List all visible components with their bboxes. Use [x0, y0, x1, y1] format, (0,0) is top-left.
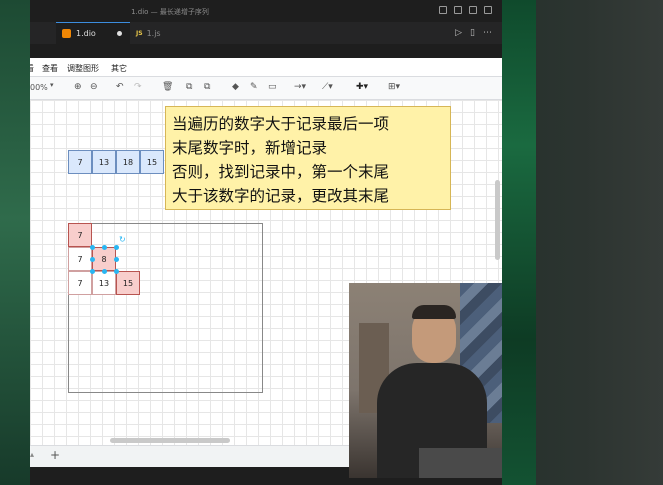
record-cell-selected[interactable]: 8 [92, 247, 116, 271]
note-line: 大于该数字的记录，更改其末尾 [172, 187, 390, 205]
resize-handle[interactable] [90, 257, 95, 262]
fill-color-icon[interactable]: ◆ [232, 82, 239, 92]
vertical-scrollbar[interactable] [495, 180, 500, 260]
delete-icon[interactable]: 🗑 [162, 82, 174, 92]
menu-view[interactable]: 查看 [42, 64, 58, 73]
tab-1-dio[interactable]: 1.dio [56, 22, 130, 44]
resize-handle[interactable] [90, 245, 95, 250]
note-line: 末尾数字时，新增记录 [172, 139, 328, 157]
record-cell[interactable]: 7 [68, 247, 92, 271]
pages-menu-icon[interactable]: ▴ [30, 450, 35, 459]
customize-layout-icon[interactable] [484, 6, 492, 14]
desktop-wallpaper-left [0, 0, 32, 485]
rotate-handle-icon[interactable]: ↻ [119, 235, 126, 244]
redo-icon[interactable]: ↷ [134, 82, 142, 92]
zoom-out-icon[interactable]: ⊖ [90, 82, 98, 92]
tab-bar: 1.dio JS 1.js ▷ ▯ ⋯ [30, 22, 502, 44]
js-file-icon: JS [136, 29, 143, 37]
record-cell[interactable]: 7 [68, 271, 92, 295]
editor-gap [30, 44, 502, 58]
unsaved-dot-icon[interactable] [117, 31, 122, 36]
top-row-cell[interactable]: 18 [116, 150, 140, 174]
drawio-file-icon [62, 29, 71, 38]
horizontal-scrollbar[interactable] [110, 438, 230, 443]
menu-arrange[interactable]: 调整图形 [67, 64, 99, 73]
add-page-button[interactable]: + [50, 448, 61, 462]
drawio-menubar: 看 查看 调整图形 其它 [30, 58, 502, 77]
toggle-secondary-sidebar-icon[interactable] [469, 6, 477, 14]
record-cell[interactable]: 13 [92, 271, 116, 295]
tab-label: 1.dio [76, 29, 96, 38]
zoom-in-icon[interactable]: ⊕ [74, 82, 82, 92]
note-line: 否则，找到记录中，第一个末尾 [172, 163, 390, 181]
webcam-desk [419, 448, 502, 478]
record-cell[interactable]: 15 [116, 271, 140, 295]
menu-view-partial[interactable]: 看 [30, 63, 34, 74]
run-icon[interactable]: ▷ [455, 28, 463, 38]
to-front-icon[interactable]: ⧉ [186, 82, 193, 92]
insert-icon[interactable]: ✚▾ [356, 82, 369, 92]
tab-label: 1.js [146, 28, 161, 38]
zoom-level[interactable]: 00% [30, 83, 48, 92]
resize-handle[interactable] [114, 269, 119, 274]
resize-handle[interactable] [102, 245, 107, 250]
toggle-sidebar-icon[interactable] [439, 6, 447, 14]
webcam-person-hair [412, 305, 456, 319]
more-actions-icon[interactable]: ⋯ [483, 28, 492, 38]
resize-handle[interactable] [114, 257, 119, 262]
container-frame[interactable] [68, 223, 263, 393]
webcam-overlay [349, 283, 502, 478]
resize-handle[interactable] [102, 269, 107, 274]
note-line: 当遍历的数字大于记录最后一项 [172, 115, 390, 133]
desktop-wallpaper-strip [502, 0, 536, 485]
table-icon[interactable]: ⊞▾ [388, 82, 401, 92]
resize-handle[interactable] [90, 269, 95, 274]
record-cell[interactable]: 7 [68, 223, 92, 247]
top-row-cell[interactable]: 15 [140, 150, 164, 174]
top-row-cell[interactable]: 7 [68, 150, 92, 174]
resize-handle[interactable] [114, 245, 119, 250]
toggle-panel-icon[interactable] [454, 6, 462, 14]
shadow-icon[interactable]: ▭ [268, 82, 277, 92]
window-title: 1.dio — 最长递增子序列 [131, 8, 209, 16]
tab-1-js[interactable]: JS 1.js [130, 22, 202, 44]
connection-icon[interactable]: →▾ [294, 82, 307, 92]
waypoints-icon[interactable]: ⟋▾ [322, 82, 333, 92]
note-textbox[interactable]: 当遍历的数字大于记录最后一项 末尾数字时，新增记录 否则，找到记录中，第一个末尾… [165, 106, 451, 210]
drawio-toolbar: 00% ▾ ⊕ ⊖ ↶ ↷ 🗑 ⧉ ⧉ ◆ ✎ ▭ →▾ ⟋▾ ✚▾ ⊞▾ [30, 77, 502, 100]
top-row-cell[interactable]: 13 [92, 150, 116, 174]
to-back-icon[interactable]: ⧉ [204, 82, 211, 92]
title-bar: 1.dio — 最长递增子序列 [30, 0, 502, 22]
split-editor-icon[interactable]: ▯ [470, 28, 475, 38]
line-color-icon[interactable]: ✎ [250, 82, 258, 92]
undo-icon[interactable]: ↶ [116, 82, 124, 92]
menu-extras[interactable]: 其它 [111, 64, 127, 73]
